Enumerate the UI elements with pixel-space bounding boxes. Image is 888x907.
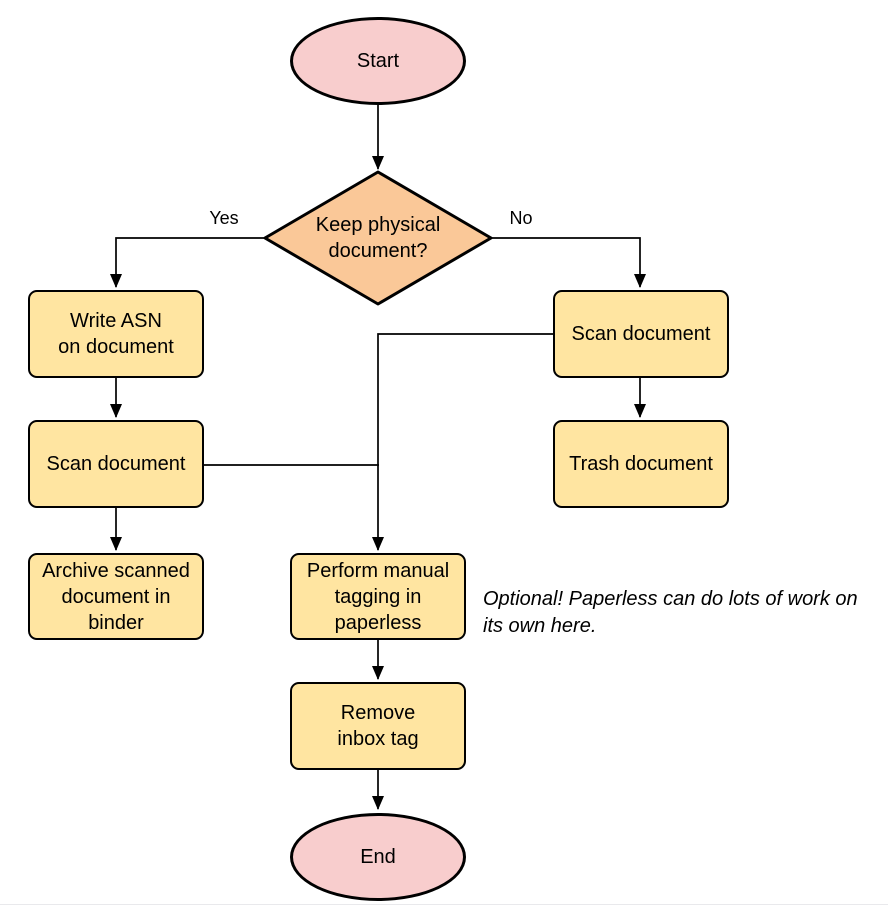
node-end-label: End [360, 846, 396, 868]
node-scan-document-left-label: Scan document [46, 453, 186, 475]
page-bottom-divider [0, 904, 888, 905]
node-decision-label: Keep physical document? [315, 214, 441, 262]
node-manual-tagging-label: Perform manual tagging in paperless [306, 559, 450, 634]
node-start: Start [290, 17, 466, 105]
edge-label-no: No [509, 208, 533, 228]
node-decision: Keep physical document? [288, 196, 468, 280]
node-write-asn: Write ASN on document [28, 290, 204, 378]
node-start-label: Start [356, 50, 400, 72]
node-write-asn-label: Write ASN on document [58, 310, 174, 358]
node-manual-tagging: Perform manual tagging in paperless [290, 553, 466, 640]
node-scan-document-left: Scan document [28, 420, 204, 508]
edge-label-yes: Yes [209, 208, 239, 228]
node-archive-binder: Archive scanned document in binder [28, 553, 204, 640]
node-trash-document: Trash document [553, 420, 729, 508]
node-remove-inbox-tag-label: Remove inbox tag [337, 702, 419, 750]
edge-decision-yes-to-write-asn [110, 237, 265, 288]
node-archive-binder-label: Archive scanned document in binder [42, 559, 190, 634]
node-end: End [290, 813, 466, 901]
node-scan-document-right: Scan document [553, 290, 729, 378]
node-remove-inbox-tag: Remove inbox tag [290, 682, 466, 770]
edge-scan-right-to-tagging [372, 333, 553, 551]
optional-note: Optional! Paperless can do lots of work … [483, 588, 858, 637]
node-scan-document-right-label: Scan document [571, 323, 711, 345]
node-trash-document-label: Trash document [569, 453, 713, 475]
edge-decision-no-to-scan-right [491, 237, 646, 288]
